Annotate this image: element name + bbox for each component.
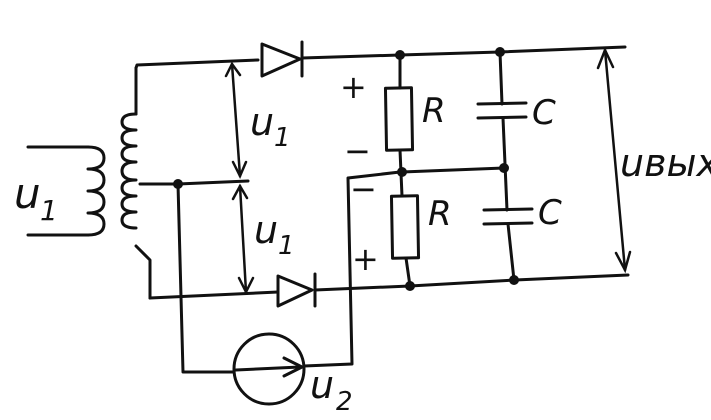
top-wire-right	[300, 45, 627, 60]
capacitor-column	[476, 50, 534, 282]
lower-half-voltage-label: u	[254, 208, 278, 252]
capacitor-top-label: C	[532, 93, 556, 133]
plus-bottom-sign: +	[352, 240, 379, 278]
minus-top-sign: −	[344, 132, 371, 170]
top-wire	[134, 58, 260, 70]
bottom-wire-left	[148, 290, 280, 300]
source-voltage-label: u	[310, 363, 334, 407]
secondary-winding	[120, 66, 152, 300]
upper-half-voltage-sub: 1	[274, 123, 291, 153]
bottom-wire-right	[313, 273, 630, 292]
center-tap-wire	[138, 179, 250, 186]
output-voltage-arrow	[596, 46, 632, 274]
resistor-bottom-label: R	[428, 194, 452, 234]
source-return-wire	[302, 170, 402, 368]
primary-winding	[26, 145, 106, 237]
output-voltage-label: uвых	[620, 141, 711, 185]
resistor-top-label: R	[422, 91, 446, 131]
midpoint-link	[400, 166, 506, 174]
plus-top-sign: +	[340, 68, 367, 106]
upper-u1-arrow	[224, 61, 248, 179]
voltage-source-u2	[232, 332, 306, 406]
primary-voltage-label: u	[14, 169, 41, 218]
upper-half-voltage-label: u	[250, 100, 274, 144]
lower-u1-arrow	[231, 183, 255, 295]
source-loop-wire	[176, 182, 236, 374]
primary-voltage-sub: 1	[40, 194, 58, 227]
lower-diode	[276, 272, 317, 308]
upper-diode	[260, 40, 304, 78]
lower-half-voltage-sub: 1	[278, 231, 295, 261]
junction-dots	[173, 47, 519, 291]
minus-bottom-sign: −	[350, 170, 377, 208]
source-voltage-sub: 2	[336, 387, 353, 417]
capacitor-bottom-label: C	[538, 193, 562, 233]
